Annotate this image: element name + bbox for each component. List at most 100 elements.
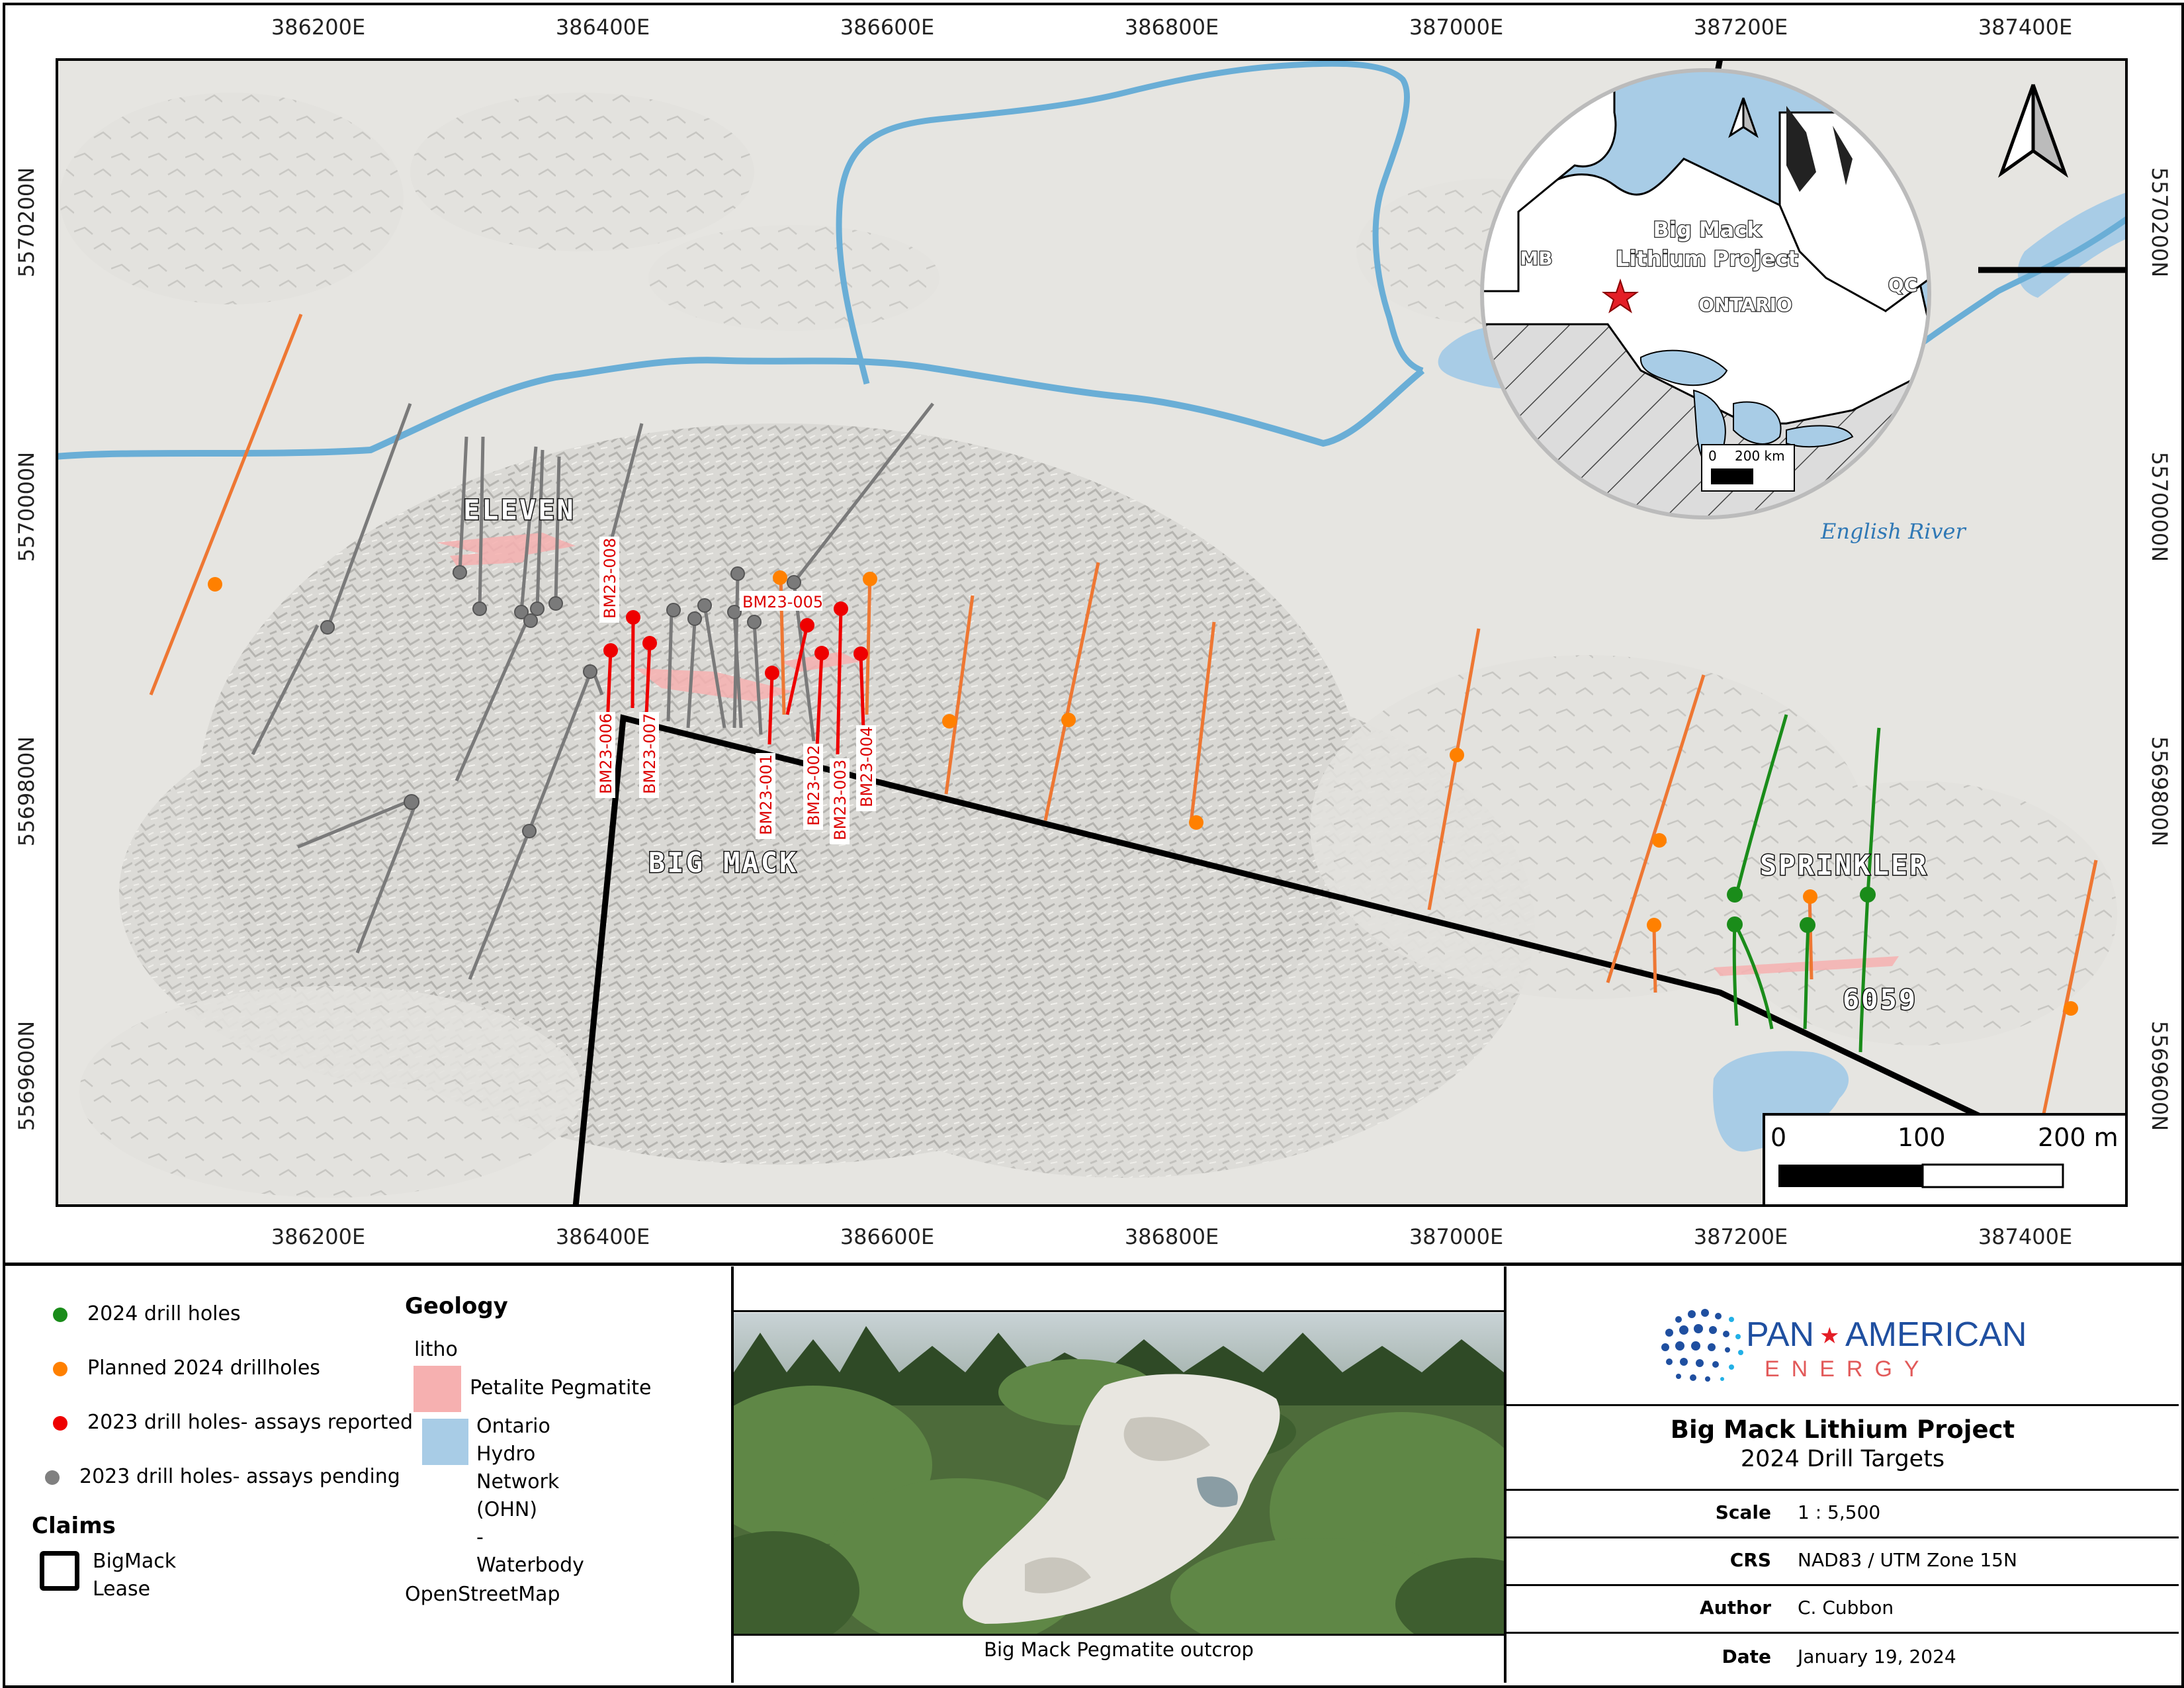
northing-label-left: 5569600N — [14, 1020, 39, 1132]
legend-geology-heading: Geology — [405, 1293, 508, 1319]
terrain-shading — [60, 93, 2117, 1198]
collars-pending — [320, 565, 801, 838]
inset-scale-end: 200 km — [1735, 448, 1785, 464]
area-label-big-mack: BIG MACK — [648, 846, 798, 879]
drill-label-bm23-007: BM23-007 — [640, 713, 659, 794]
easting-label-top: 387400E — [1978, 15, 2073, 40]
drill-label-bm23-006: BM23-006 — [597, 713, 615, 794]
easting-label-bottom: 386400E — [555, 1224, 650, 1249]
easting-label-bottom: 386800E — [1124, 1224, 1219, 1249]
northing-label-left: 5570200N — [14, 167, 39, 278]
legend-ohn-label: Waterbody — [476, 1554, 584, 1577]
title-block-scale-row: Scale 1 : 5,500 — [1507, 1489, 2179, 1538]
drill-label-bm23-003: BM23-003 — [831, 760, 850, 840]
northing-label-left: 5570000N — [14, 451, 39, 562]
drill-label-bm23-008: BM23-008 — [601, 538, 619, 619]
title-block-crs-row: CRS NAD83 / UTM Zone 15N — [1507, 1536, 2179, 1586]
legend-pegmatite-swatch — [414, 1366, 461, 1412]
easting-label-top: 387200E — [1693, 15, 1788, 40]
legend-ohn-label: Hydro — [476, 1443, 536, 1466]
inset-province-on: ONTARIO — [1698, 294, 1792, 316]
easting-label-bottom: 386200E — [271, 1224, 366, 1249]
legend-dot-green — [53, 1307, 67, 1322]
area-label-sprinkler: SPRINKLER — [1760, 849, 1929, 881]
legend-dot-red — [53, 1415, 67, 1431]
company-logo: PAN ★ AMERICAN ENERGY — [1661, 1309, 2027, 1382]
easting-label-bottom: 387400E — [1978, 1224, 2073, 1249]
scale-bar-end: 200 m — [2038, 1123, 2118, 1152]
legend-litho-label: litho — [414, 1338, 458, 1361]
northing-label-left: 5569800N — [14, 736, 39, 847]
collars-reported — [603, 601, 868, 680]
river-north — [836, 60, 1424, 385]
inset-north-arrow-icon — [1728, 97, 1759, 138]
logo-company-name: AMERICAN — [1845, 1315, 2027, 1354]
easting-label-bottom: 386600E — [840, 1224, 935, 1249]
outer-frame — [3, 3, 2184, 1688]
logo-company-subname: ENERGY — [1765, 1356, 1931, 1382]
legend-ohn-label: (OHN) — [476, 1498, 538, 1521]
inset-map: Big Mack Lithium Project MB ONTARIO QC 0… — [1480, 68, 1931, 519]
easting-label-top: 386200E — [271, 15, 366, 40]
drill-label-bm23-005: BM23-005 — [742, 593, 823, 611]
northing-label-right: 5569600N — [2147, 1020, 2172, 1132]
northing-label-right: 5569800N — [2147, 736, 2172, 847]
lake-south — [1713, 1051, 1849, 1152]
easting-label-top: 386600E — [840, 15, 935, 40]
photo-top-rule — [734, 1310, 1504, 1312]
outcrop-photo — [734, 1313, 1504, 1634]
drill-traces-2024 — [1732, 714, 1881, 1053]
northing-label-right: 5570000N — [2147, 451, 2172, 562]
map-legend-divider — [3, 1263, 2181, 1266]
area-label-6059: 6059 — [1843, 983, 1917, 1016]
north-arrow-icon — [1997, 84, 2069, 178]
easting-label-bottom: 387200E — [1693, 1224, 1788, 1249]
legend-ohn-label: Network — [476, 1470, 560, 1493]
inset-project-label: Lithium Project — [1616, 246, 1798, 271]
map-title: Big Mack Lithium Project — [1670, 1415, 2015, 1444]
title-block-title-row: Big Mack Lithium Project 2024 Drill Targ… — [1507, 1404, 2179, 1496]
legend-item-2023-reported: 2023 drill holes- assays reported — [53, 1411, 413, 1434]
legend-dot-orange — [53, 1361, 67, 1376]
legend-osm-label: OpenStreetMap — [405, 1583, 560, 1606]
inset-project-label: Big Mack — [1653, 217, 1761, 242]
scale-bar-zero: 0 — [1770, 1123, 1786, 1152]
english-river — [56, 357, 1425, 460]
legend-claims-label: Lease — [93, 1577, 151, 1601]
legend-panel: 2024 drill holes Planned 2024 drillholes… — [5, 1266, 734, 1683]
legend-dot-gray — [45, 1470, 60, 1485]
legend-pegmatite-label: Petalite Pegmatite — [470, 1376, 652, 1399]
title-block: PAN ★ AMERICAN ENERGY Big Mack Lithium P… — [1507, 1266, 2179, 1683]
legend-ohn-label: - — [476, 1526, 484, 1549]
main-map[interactable]: BM23-008 BM23-005 BM23-006 BM23-007 BM23… — [56, 58, 2128, 1207]
drill-label-bm23-004: BM23-004 — [857, 727, 876, 807]
inset-scale-zero: 0 — [1708, 448, 1717, 464]
legend-claims-symbol — [40, 1551, 79, 1591]
project-location-star — [1601, 278, 1639, 314]
legend-item-planned-2024: Planned 2024 drillholes — [53, 1356, 320, 1380]
photo-caption: Big Mack Pegmatite outcrop — [984, 1638, 1254, 1661]
easting-label-bottom: 387000E — [1409, 1224, 1504, 1249]
photo-bottom-rule — [734, 1634, 1504, 1636]
scale-bar: 0 100 200 m — [1763, 1113, 2128, 1207]
photo-panel: Big Mack Pegmatite outcrop — [734, 1266, 1507, 1683]
logo-company-name: PAN — [1746, 1315, 1814, 1354]
inset-province-mb: MB — [1520, 247, 1552, 269]
scale-bar-mid: 100 — [1898, 1123, 1946, 1152]
legend-item-2024-drill-holes: 2024 drill holes — [53, 1302, 241, 1325]
area-label-eleven: ELEVEN — [463, 494, 576, 526]
title-block-date-row: Date January 19, 2024 — [1507, 1632, 2179, 1681]
drill-label-bm23-001: BM23-001 — [757, 754, 775, 835]
inset-scale-bar — [1711, 468, 1753, 484]
river-label: English River — [1820, 519, 1966, 544]
legend-claims-label: BigMack — [93, 1550, 177, 1573]
northing-label-right: 5570200N — [2147, 167, 2172, 278]
easting-label-top: 386800E — [1124, 15, 1219, 40]
drill-label-bm23-002: BM23-002 — [805, 745, 823, 826]
easting-label-top: 386400E — [555, 15, 650, 40]
title-block-author-row: Author C. Cubbon — [1507, 1584, 2179, 1634]
logo-star-icon: ★ — [1819, 1323, 1839, 1349]
drill-traces-pending — [251, 402, 934, 980]
collars-planned — [208, 570, 2078, 1016]
